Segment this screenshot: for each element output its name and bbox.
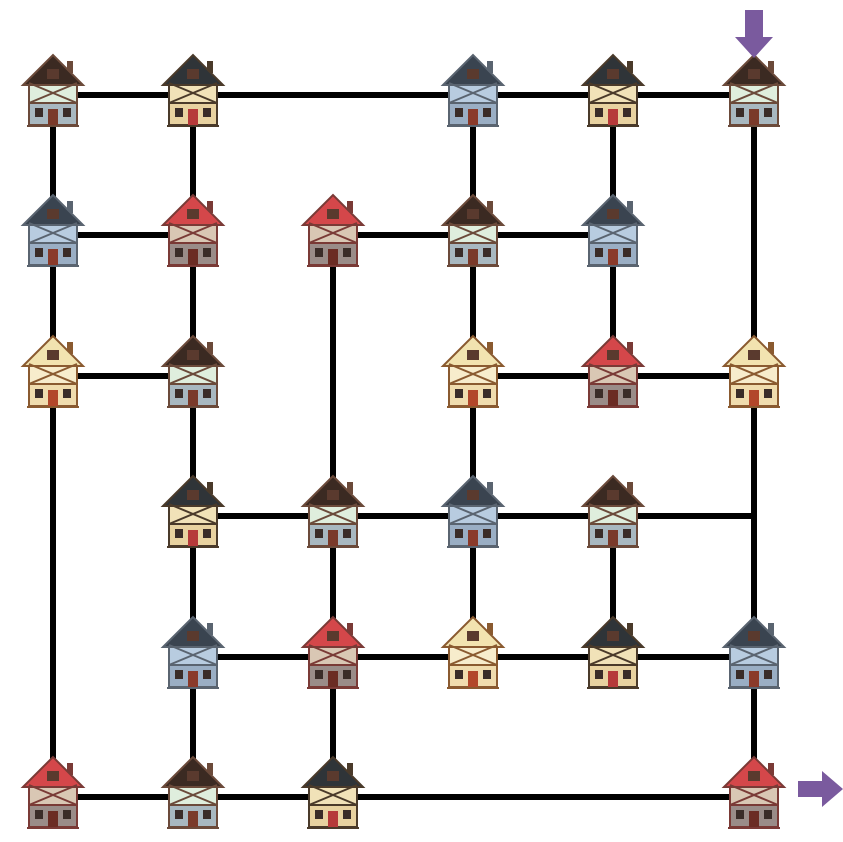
red-house-icon <box>160 193 226 267</box>
red-house-icon <box>300 193 366 267</box>
tudor-house-icon <box>160 474 226 548</box>
green-house-icon <box>20 53 86 127</box>
red-house-icon <box>20 755 86 829</box>
blue-house-icon <box>20 193 86 267</box>
blue-house-icon <box>160 615 226 689</box>
maze-markers <box>735 10 843 807</box>
green-house-icon <box>300 474 366 548</box>
red-house-icon <box>580 334 646 408</box>
blue-house-icon <box>440 53 506 127</box>
arrow-down-icon <box>735 10 773 58</box>
blue-house-icon <box>580 193 646 267</box>
red-house-icon <box>300 615 366 689</box>
road-network <box>50 92 757 800</box>
green-house-icon <box>160 334 226 408</box>
house-grid <box>20 53 787 829</box>
blue-house-icon <box>440 474 506 548</box>
tudor-house-icon <box>580 53 646 127</box>
green-house-icon <box>580 474 646 548</box>
tudor-house-icon <box>580 615 646 689</box>
cream-house-icon <box>20 334 86 408</box>
tudor-house-icon <box>160 53 226 127</box>
tudor-house-icon <box>300 755 366 829</box>
cream-house-icon <box>440 615 506 689</box>
cream-house-icon <box>721 334 787 408</box>
green-house-icon <box>160 755 226 829</box>
blue-house-icon <box>721 615 787 689</box>
green-house-icon <box>440 193 506 267</box>
green-house-icon <box>721 53 787 127</box>
cream-house-icon <box>440 334 506 408</box>
arrow-right-icon <box>798 771 843 807</box>
red-house-icon <box>721 755 787 829</box>
